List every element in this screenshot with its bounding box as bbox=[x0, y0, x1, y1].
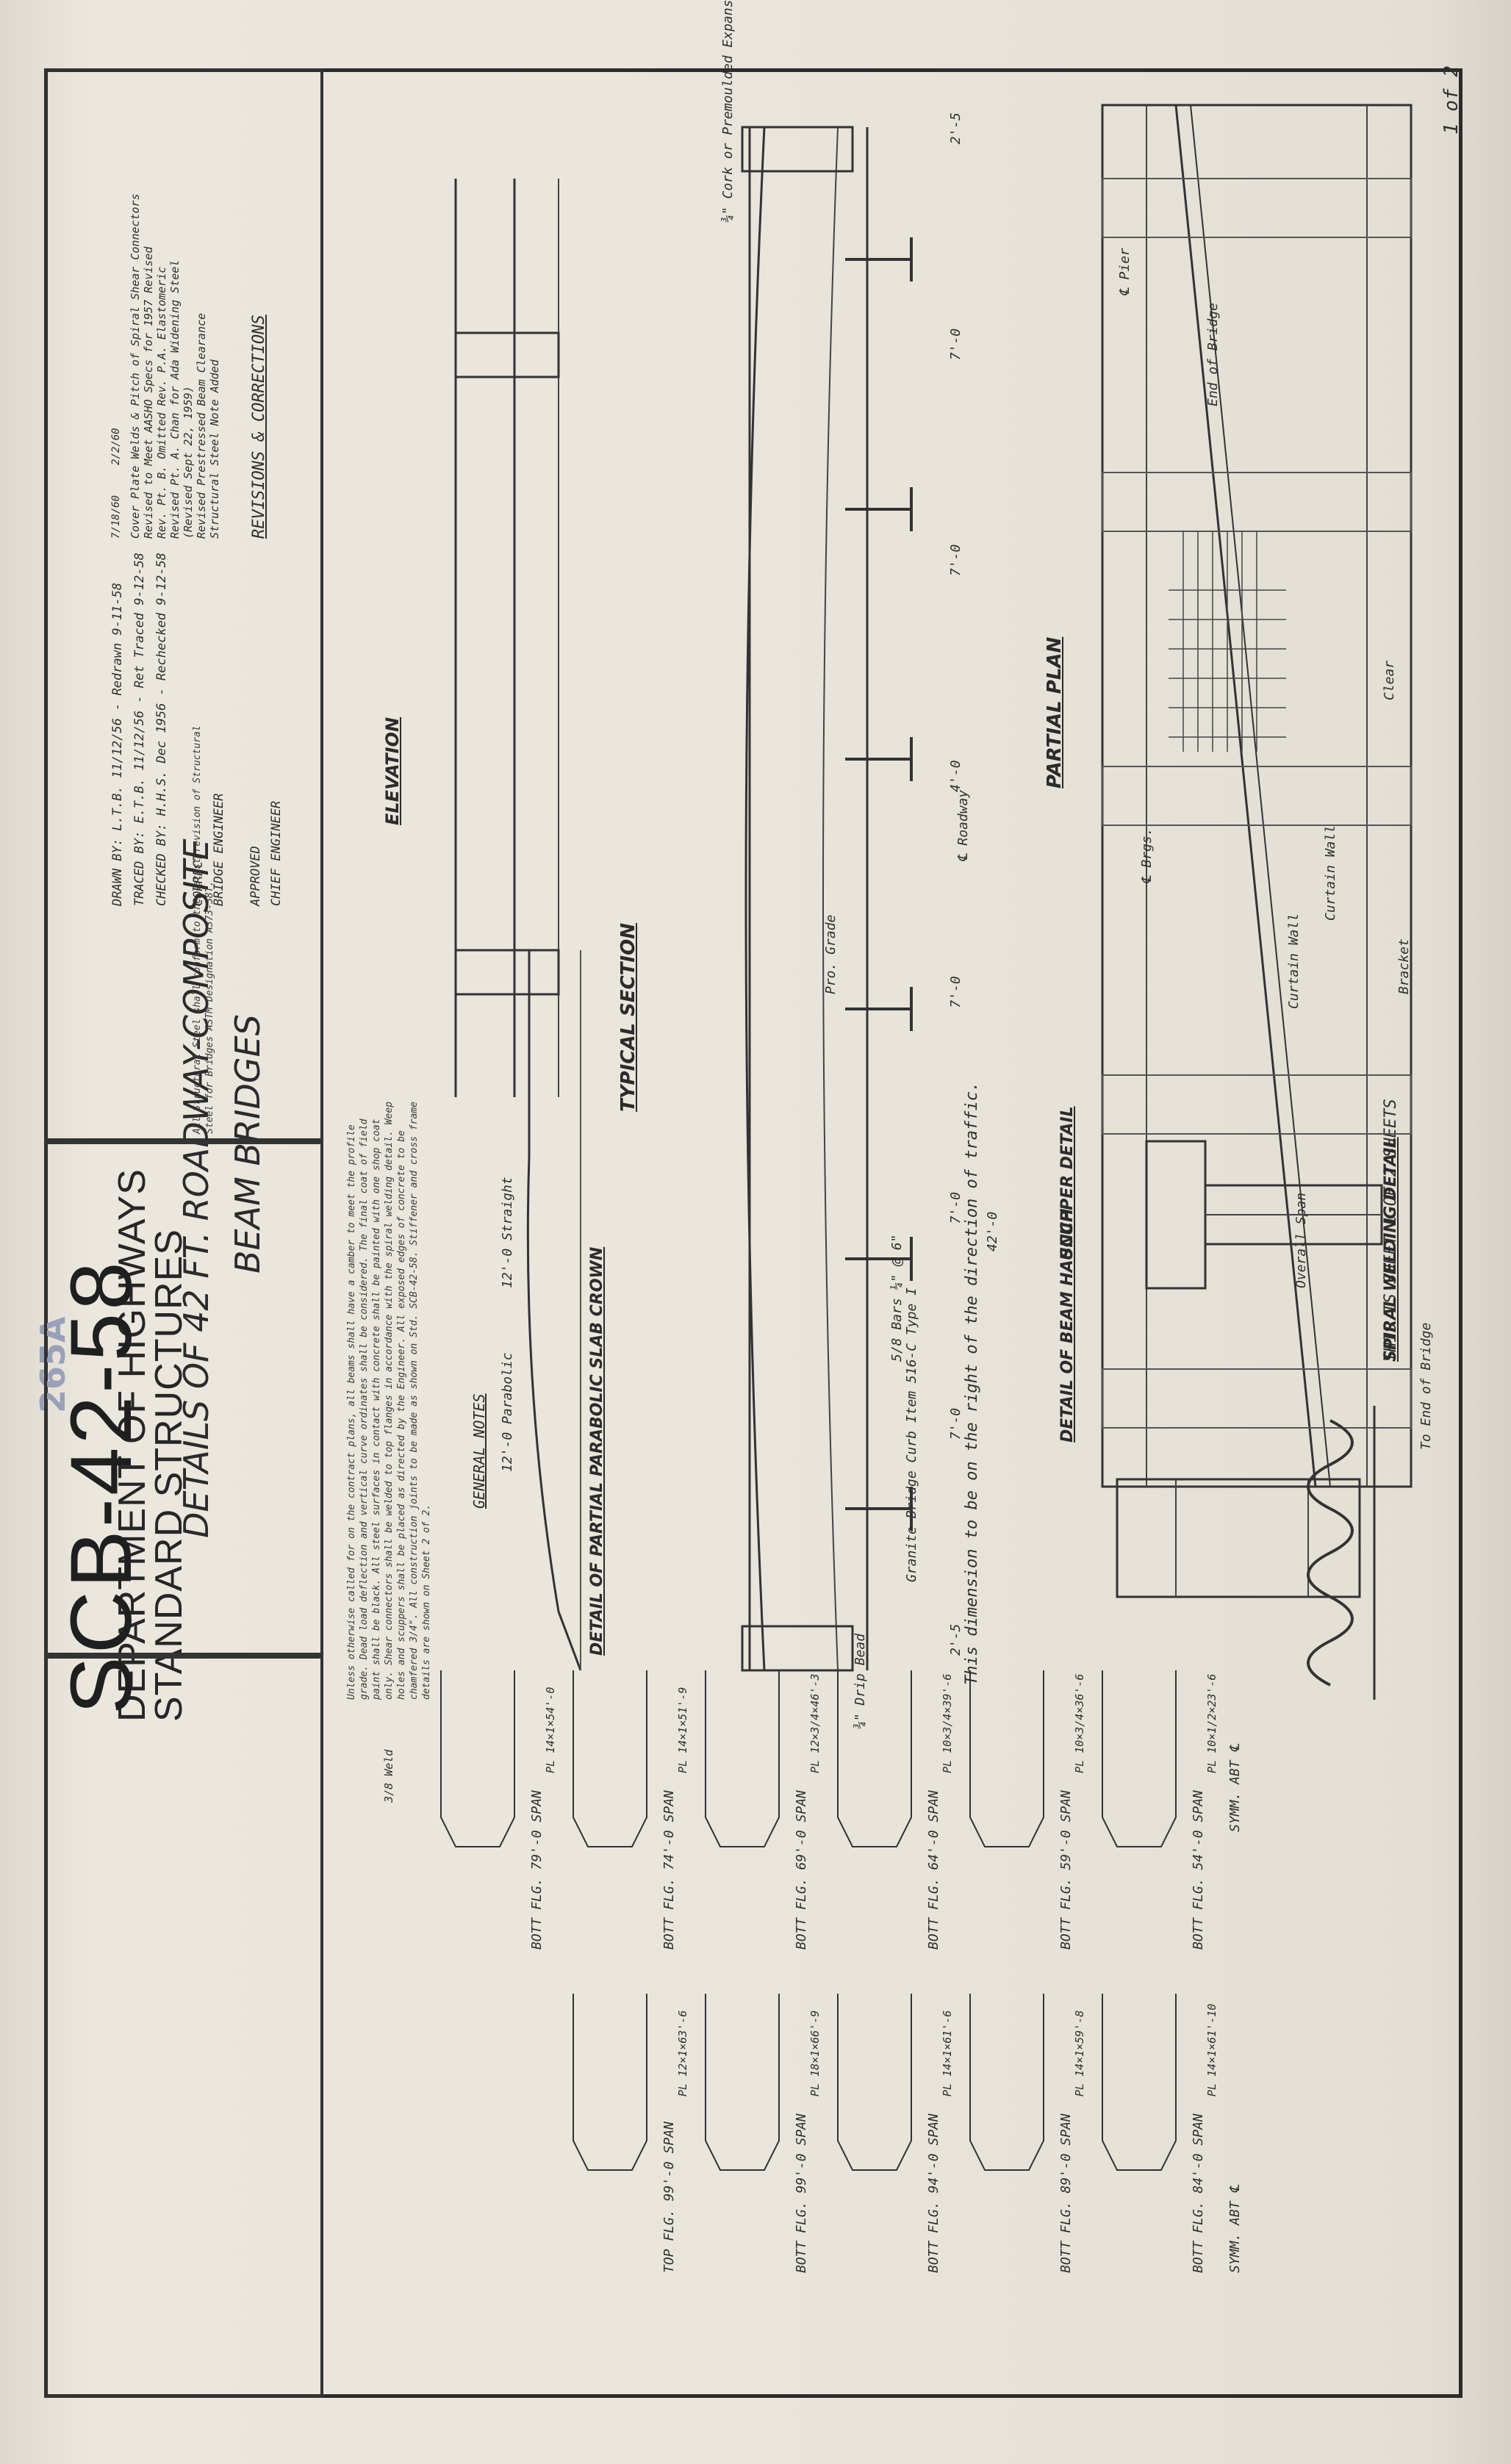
typical-section-drawing bbox=[741, 126, 913, 1672]
revision-date: 7/18/60 bbox=[110, 495, 122, 539]
clear-label: Clear bbox=[1382, 660, 1397, 700]
revision-line: Cover Plate Welds & Pitch of Spiral Shea… bbox=[129, 193, 142, 539]
revision-line: Rev. Pt. B. Omitted Rev. P.A. Elastomeri… bbox=[155, 266, 168, 539]
traced-by: TRACED BY: E.T.B. 11/12/56 - Ret Traced … bbox=[132, 552, 147, 906]
scupper-drawing bbox=[1145, 1140, 1383, 1290]
revisions-heading: REVISIONS & CORRECTIONS bbox=[250, 315, 268, 539]
partial-plan-drawing bbox=[1101, 104, 1413, 1488]
steel-note: All Structural Steel shall conform to th… bbox=[192, 719, 215, 1134]
dim: 7'-0 bbox=[948, 976, 963, 1008]
partial-plan-title: PARTIAL PLAN bbox=[1044, 636, 1066, 789]
general-notes-title: GENERAL NOTES bbox=[470, 1393, 488, 1509]
revision-line: Revised Pt. A. Chan for Ada Widening Ste… bbox=[168, 259, 182, 539]
dim: 7'-0 bbox=[948, 544, 963, 577]
title-block-signature bbox=[44, 1141, 323, 1656]
section-dimensions: 2'-5 7'-0 7'-0 7'-0 4'-0 7'-0 7'-0 2'-5 bbox=[948, 112, 963, 1656]
curb-label: Granite Bridge Curb Item 516-C Type I bbox=[904, 1287, 919, 1582]
crown-drawing bbox=[526, 950, 582, 1671]
spiral-title: SPIRAL WELDING DETAIL bbox=[1382, 1137, 1400, 1362]
drawn-by: DRAWN BY: L.T.B. 11/12/56 - Redrawn 9-11… bbox=[110, 582, 125, 906]
revision-line: Structural Steel Note Added bbox=[208, 359, 221, 539]
curtain-wall-label-2: Curtain Wall bbox=[1286, 913, 1302, 1009]
approved-label: APPROVED bbox=[248, 846, 263, 906]
elevation-drawing bbox=[454, 179, 560, 1097]
dim: 4'-0 bbox=[948, 760, 963, 792]
revision-line: Revised to Meet AASHO Specs for 1957 Rev… bbox=[142, 246, 155, 539]
brgs-label: ℄ Brgs. bbox=[1139, 827, 1155, 884]
straight-label: 12'-0 Straight bbox=[500, 1177, 515, 1288]
checked-by: CHECKED BY: H.H.S. Dec 1956 - Rechecked … bbox=[154, 552, 169, 906]
chief-engineer-label: CHIEF ENGINEER bbox=[269, 800, 284, 906]
pier-label: ℄ Pier bbox=[1117, 248, 1133, 296]
revision-line: (Revised Sept 22, 1959) bbox=[182, 386, 195, 539]
dim: 2'-5 bbox=[948, 112, 963, 145]
parabolic-label: 12'-0 Parabolic bbox=[500, 1352, 515, 1472]
title-block bbox=[44, 1656, 323, 2398]
revision-date: 2/2/60 bbox=[110, 428, 122, 465]
dim: 7'-0 bbox=[948, 1192, 963, 1224]
end-of-bridge-label: End of Bridge bbox=[1205, 303, 1221, 406]
grade-label: Pro. Grade bbox=[823, 914, 839, 994]
dim: 7'-0 bbox=[948, 328, 963, 361]
weld-label: 3/8 Weld bbox=[382, 1749, 395, 1803]
cork-label: ¾" Cork or Premoulded Expansion Material bbox=[720, 0, 736, 223]
bars-label: 5/8 Bars ¼" @ 6" bbox=[889, 1234, 905, 1362]
general-notes-body: Unless otherwise called for on the contr… bbox=[346, 1096, 432, 1700]
dim: 7'-0 bbox=[948, 1407, 963, 1440]
roadway-label: ℄ Roadway bbox=[955, 789, 971, 862]
flange-drawings bbox=[440, 1670, 1177, 2171]
revisions-list: Cover Plate Welds & Pitch of Spiral Shea… bbox=[129, 193, 221, 539]
width-label: 42'-0 bbox=[985, 1211, 1000, 1251]
bracket-label: Bracket bbox=[1396, 938, 1412, 994]
spiral-drawing bbox=[1307, 1406, 1376, 1700]
curtain-wall-label: Curtain Wall bbox=[1323, 825, 1338, 921]
revision-line: Revised Prestressed Beam Clearance bbox=[195, 312, 208, 539]
haunch-title: DETAIL OF BEAM HAUNCH bbox=[1058, 1208, 1077, 1443]
